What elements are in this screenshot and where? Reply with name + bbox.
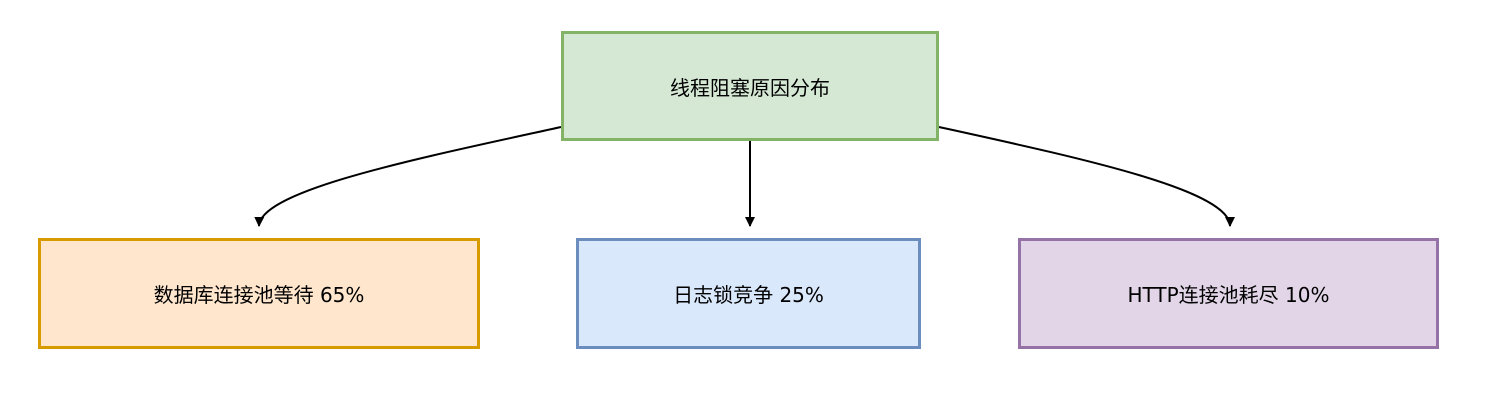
edge-root-to-child-0 [254, 126, 562, 227]
child-node-db-pool-wait: 数据库连接池等待 65% [38, 238, 480, 349]
child-node-label: 日志锁竞争 25% [673, 283, 824, 307]
edge-root-to-child-2 [938, 126, 1235, 227]
child-node-label: HTTP连接池耗尽 10% [1127, 283, 1330, 307]
child-node-label: 数据库连接池等待 65% [153, 283, 365, 307]
child-node-http-pool: HTTP连接池耗尽 10% [1018, 238, 1439, 349]
child-node-log-lock: 日志锁竞争 25% [576, 238, 921, 349]
root-node-label: 线程阻塞原因分布 [670, 75, 830, 100]
root-node: 线程阻塞原因分布 [561, 31, 939, 141]
